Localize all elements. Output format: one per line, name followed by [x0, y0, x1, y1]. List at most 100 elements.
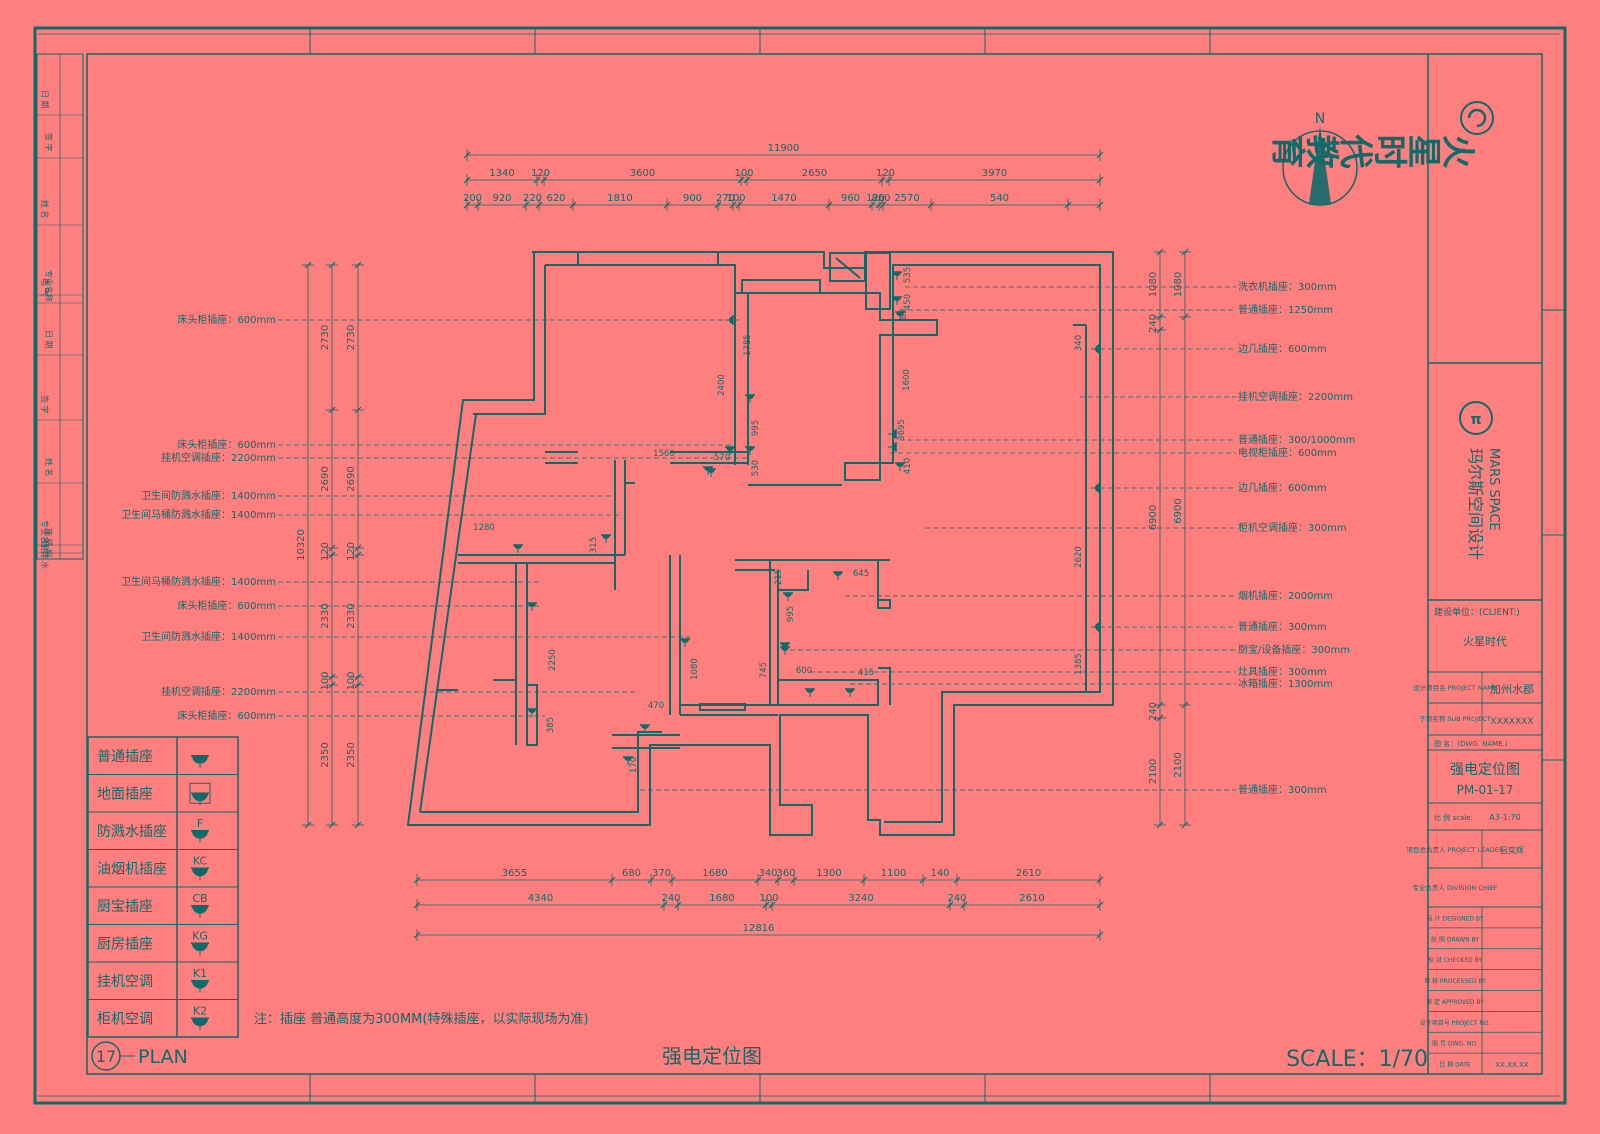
- dimension-label: 1810: [607, 193, 632, 204]
- legend-outlet-icon: [191, 755, 209, 768]
- outlet-symbol-icon: [527, 602, 537, 611]
- dimension-label: 2690: [320, 466, 331, 491]
- dimension-label: 2330: [346, 603, 357, 628]
- sheet-frame: [33, 26, 1567, 1105]
- dimension-label: 120: [320, 542, 331, 561]
- dimension-label: 1680: [709, 893, 734, 904]
- right-callout-label: 边几插座：600mm: [1238, 481, 1327, 494]
- legend-label: 普通插座: [97, 749, 153, 765]
- dimension-label: 3655: [502, 868, 527, 879]
- project-name-label: 设计项目名 PROJECT NAME: [1413, 683, 1497, 692]
- outlet-symbol-icon: [1091, 622, 1100, 632]
- dimension-label: 900: [683, 193, 702, 204]
- interior-dimension-label: 315: [589, 537, 599, 553]
- right-callout-label: 边几插座：600mm: [1238, 342, 1327, 355]
- outlet-symbol-icon: [780, 646, 790, 655]
- dimension-label: 960: [841, 193, 860, 204]
- dimension-label: 120: [876, 168, 895, 179]
- plan-label: PLAN: [138, 1046, 188, 1068]
- division-chief-label: 专业负责人 DIVISION CHIEF: [1412, 883, 1497, 892]
- right-callout-label: 烟机插座：2000mm: [1238, 589, 1333, 602]
- dimension-label: 120: [531, 168, 550, 179]
- legend-code: F: [197, 817, 203, 830]
- interior-dimension-label: 745: [759, 662, 769, 678]
- approval-strip-label: 姓 名: [40, 200, 50, 219]
- title-block-row-label: 图 号 DWG. NO.: [1432, 1041, 1478, 1048]
- outlet-symbol-icon: [513, 544, 523, 553]
- approval-strip-label: 施 结 构: [44, 528, 54, 557]
- left-callout-label: 挂机空调插座：2200mm: [161, 451, 276, 464]
- interior-dimension-label: 995: [786, 606, 796, 622]
- dimension-label: 2570: [894, 193, 919, 204]
- interior-dimension-label: 2400: [717, 374, 727, 396]
- dimension-label: 2690: [346, 466, 357, 491]
- dimension-label: 680: [622, 868, 641, 879]
- left-callout-label: 卫生间防溅水插座：1400mm: [141, 489, 276, 502]
- approval-strip-label: 给 排 水: [40, 540, 50, 569]
- scale-value: A3-1:70: [1489, 813, 1520, 822]
- interior-dimension-label: 1280: [473, 523, 495, 533]
- title-block-signature-rows: 设 计 DESIGNED BY绘 图 DRAWN BY校 对 CHECKED B…: [1420, 914, 1542, 1069]
- interior-dimension-label: 170: [629, 757, 639, 773]
- title-block-row-label: 审 定 APPROVED BY: [1426, 998, 1484, 1006]
- approval-strip-label: 专业名称: [44, 270, 54, 302]
- sub-project-value: XXXXXXX: [1490, 717, 1533, 727]
- dimension-label: 100: [726, 193, 745, 204]
- outlet-symbol-icon: [680, 638, 690, 647]
- legend-code: KG: [192, 929, 208, 942]
- interior-dimension-label: 995: [751, 420, 761, 436]
- legend-outlet-icon: [191, 905, 209, 918]
- interior-dimension-label: 1600: [902, 369, 912, 391]
- legend-code: KC: [193, 854, 208, 867]
- approval-strip-label: 专业名称: [40, 520, 50, 552]
- dimension-label: 270: [716, 193, 735, 204]
- logo-text: 火星时代教育: [1272, 128, 1476, 169]
- dimension-label: 100: [346, 671, 357, 690]
- interior-dimension-label: 1785: [743, 334, 753, 356]
- legend-outlet-icon: [191, 867, 209, 881]
- dimension-label: 620: [546, 193, 565, 204]
- right-callout-label: 电视柜插座：600mm: [1238, 446, 1337, 459]
- dimension-label: 1080: [1148, 272, 1159, 297]
- outlet-symbol-icon: [601, 534, 611, 543]
- title-block: [1428, 101, 1542, 1074]
- left-callout-label: 卫生间防溅水插座：1400mm: [141, 630, 276, 643]
- left-callout-label: 卫生间马桶防溅水插座：1400mm: [121, 575, 276, 588]
- title-block-row-label: 设计项目号 PROJECT NO.: [1420, 1019, 1491, 1027]
- right-callout-label: 灶具插座：300mm: [1238, 665, 1327, 678]
- north-label: N: [1315, 111, 1325, 127]
- outlet-symbol-icon: [783, 592, 793, 601]
- dimension-label: 240: [661, 893, 680, 904]
- title-block-row-label: 校 对 CHECKED BY: [1428, 956, 1483, 964]
- legend-outlet-icon: [191, 942, 209, 956]
- right-callout-label: 普通插座：300mm: [1238, 783, 1327, 796]
- legend-outlet-icon: [191, 830, 209, 843]
- dimension-label: 2650: [802, 168, 827, 179]
- dimension-label: 100: [759, 893, 778, 904]
- outlet-callouts: 床头柜插座：600mm床头柜插座：600mm挂机空调插座：2200mm卫生间防溅…: [121, 280, 1355, 796]
- dimension-label: 120: [346, 542, 357, 561]
- dimension-label: 11900: [768, 143, 800, 154]
- interior-dimension-label: 1385: [1074, 653, 1084, 675]
- left-callout-label: 床头柜插座：600mm: [177, 438, 276, 451]
- interior-dimension-label: 215: [774, 569, 784, 585]
- left-callout-label: 挂机空调插座：2200mm: [161, 685, 276, 698]
- outlet-symbol-icon: [833, 571, 843, 580]
- outlet-symbol-icon: [745, 394, 755, 403]
- outlet-symbol-icon: [725, 446, 735, 455]
- legend-code: K1: [193, 967, 207, 980]
- outlet-symbol-icon: [745, 446, 755, 455]
- right-callout-label: 洗衣机插座：300mm: [1238, 280, 1337, 293]
- outlet-symbol-icon: [1091, 483, 1100, 493]
- drawing-scale: SCALE：1/70: [1286, 1047, 1428, 1072]
- interior-dimension-label: 535: [903, 267, 913, 283]
- dimension-label: 1470: [771, 193, 796, 204]
- dimension-label: 2730: [320, 325, 331, 350]
- dimension-label: 6900: [1148, 505, 1159, 530]
- legend-outlet-icon: [191, 1017, 209, 1031]
- interior-dimension-label: 3695: [897, 419, 907, 441]
- dimension-label: 240: [1148, 314, 1159, 333]
- outlet-symbols: [513, 271, 1100, 765]
- dimension-label: 100: [320, 671, 331, 690]
